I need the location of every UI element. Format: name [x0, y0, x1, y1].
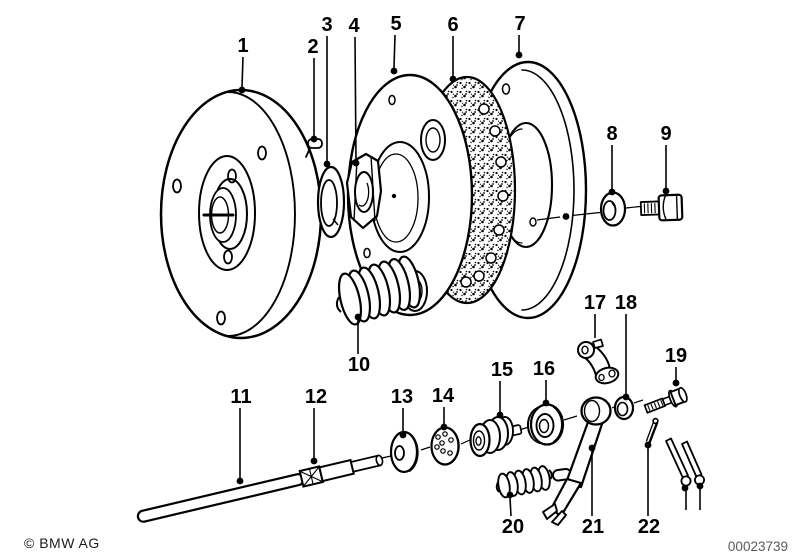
part-9-bolt	[639, 193, 684, 222]
callout-20: 20	[502, 516, 524, 538]
leader-dot	[515, 51, 523, 59]
callout-11: 11	[230, 386, 251, 408]
leader-dot	[672, 379, 680, 387]
leader-dot	[440, 423, 448, 431]
callout-13: 13	[391, 386, 413, 408]
part-10-spring	[335, 255, 422, 326]
leader-dot	[310, 135, 318, 143]
leader-line	[393, 34, 396, 69]
leader-dot	[323, 160, 331, 168]
callout-1: 1	[237, 35, 248, 57]
callout-5: 5	[390, 13, 401, 35]
part-1-drum	[159, 88, 323, 340]
callout-14: 14	[432, 385, 455, 407]
leader-dot	[352, 159, 360, 167]
leader-dot	[662, 187, 670, 195]
callout-18: 18	[615, 292, 637, 314]
part-19-bolt	[643, 386, 688, 414]
leader-dot	[310, 457, 318, 465]
part-20-spring	[495, 465, 553, 499]
callout-16: 16	[533, 358, 555, 380]
document-number: 00023739	[727, 539, 788, 554]
callout-10: 10	[348, 354, 370, 376]
leader-dot	[449, 75, 457, 83]
part-4-hex-nut	[345, 152, 383, 230]
leader-dot	[399, 431, 407, 439]
leader-line	[241, 56, 244, 88]
leader-line	[354, 36, 357, 161]
part-22-rod-a	[665, 437, 692, 487]
leader-dot	[542, 399, 550, 407]
part-3-lock-washer	[316, 165, 346, 239]
leader-dot	[354, 313, 362, 321]
leader-dot	[681, 484, 689, 492]
part-11-push-rod	[136, 454, 384, 523]
callout-15: 15	[491, 359, 513, 381]
part-15-piston	[469, 416, 523, 458]
part-21-release-lever	[542, 396, 612, 526]
leader-dot	[644, 441, 652, 449]
leader-dot	[390, 67, 398, 75]
leader-dot	[238, 86, 246, 94]
callout-19: 19	[665, 345, 687, 367]
leader-dot	[496, 411, 504, 419]
callout-22: 22	[638, 516, 660, 538]
callout-12: 12	[305, 386, 327, 408]
callout-21: 21	[582, 516, 604, 538]
part-8-washer	[599, 191, 627, 227]
leader-dot	[236, 477, 244, 485]
leader-dot	[622, 393, 630, 401]
callout-7: 7	[514, 13, 525, 35]
part-16-bearing	[526, 403, 565, 446]
leader-line	[509, 497, 512, 517]
callout-2: 2	[307, 36, 318, 58]
leader-dot	[608, 188, 616, 196]
part-2-pin	[305, 138, 323, 158]
axis-line-upper	[536, 205, 641, 221]
callout-3: 3	[321, 14, 332, 36]
leader-dot	[588, 444, 596, 452]
callout-4: 4	[348, 15, 360, 37]
part-14-perforated-disc	[430, 426, 460, 466]
callout-9: 9	[660, 123, 671, 145]
copyright-text: © BMW AG	[24, 535, 100, 551]
part-17-clamp	[577, 338, 620, 385]
part-18-washer	[613, 395, 635, 421]
leader-dot	[506, 491, 514, 499]
callout-17: 17	[584, 292, 606, 314]
callout-6: 6	[447, 14, 458, 36]
callout-8: 8	[606, 123, 617, 145]
leader-dot	[696, 482, 704, 490]
part-22-cotter-pin	[645, 417, 659, 446]
